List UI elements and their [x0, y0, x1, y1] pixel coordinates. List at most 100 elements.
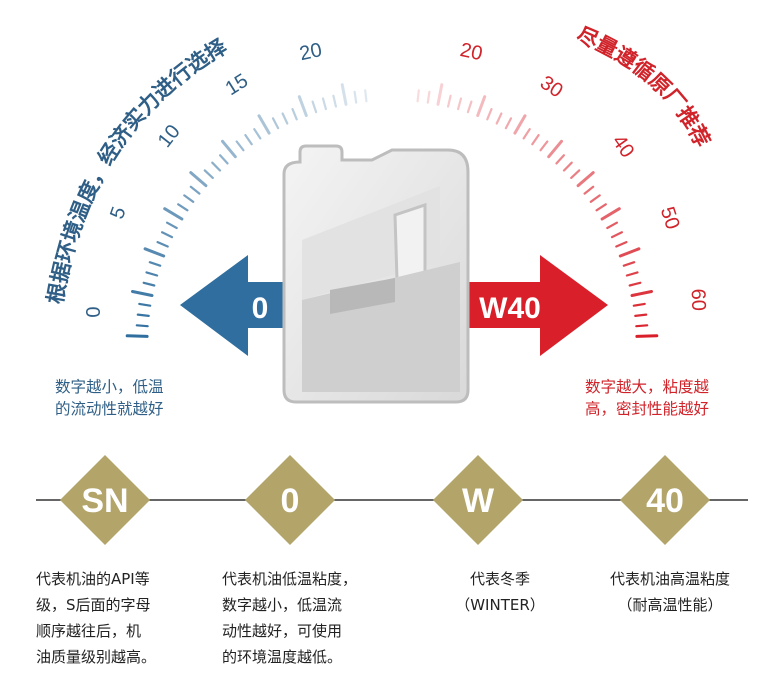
- ticks-right-mark: [486, 107, 493, 121]
- sn-description: 代表机油的API等 级，S后面的字母 顺序越往后，机 油质量级别越高。: [36, 566, 196, 670]
- ticks-right-mark: [570, 169, 581, 179]
- ticks-right-mark: [447, 94, 452, 108]
- ticks-right-mark: [628, 281, 642, 287]
- ticks-left-mark: [235, 140, 245, 152]
- zero-description-line-1: 代表机油低温粘度，: [222, 570, 358, 588]
- ticks-left-mark: [156, 241, 169, 248]
- ticks-right-mark: [595, 203, 607, 212]
- ticks-right-mark: [562, 161, 573, 172]
- oil-bottle-icon: [282, 144, 470, 404]
- ticks-right-mark: [466, 100, 473, 114]
- ticks-right-mark: [615, 241, 628, 248]
- w-description: 代表冬季 （WINTER）: [440, 566, 560, 618]
- ticks-left-mark: [244, 134, 253, 146]
- ticks-right-mark: [436, 83, 444, 106]
- tick-label-right-1: 30: [536, 72, 567, 103]
- ticks-left-mark: [353, 90, 358, 104]
- forty-description: 代表机油高温粘度 （耐高温性能）: [585, 566, 755, 618]
- ticks-left-mark: [257, 114, 271, 135]
- ticks-left-mark: [221, 139, 237, 159]
- tick-label-right-4: 60: [687, 288, 710, 311]
- ticks-left-mark: [177, 203, 189, 212]
- ticks-left-mark: [145, 271, 159, 277]
- ticks-right-mark: [513, 114, 527, 135]
- ticks-right-mark: [547, 139, 563, 159]
- ticks-right-mark: [600, 207, 621, 221]
- ticks-right-mark: [634, 313, 648, 317]
- sn-description-line-4: 油质量级别越高。: [36, 648, 157, 666]
- forty-description-line-2: （耐高温性能）: [617, 596, 723, 614]
- ticks-left-mark: [203, 169, 214, 179]
- ticks-left-mark: [148, 261, 162, 267]
- ticks-left-mark: [189, 171, 208, 188]
- zero-description-line-2: 数字越小，低温流: [222, 596, 343, 614]
- ticks-left-mark: [297, 95, 308, 117]
- ticks-right-mark: [625, 271, 639, 277]
- ticks-left-mark: [161, 231, 174, 239]
- ticks-left-mark: [281, 112, 289, 125]
- low-temp-note: 数字越小，低温 的流动性就越好: [55, 376, 164, 420]
- ticks-right-mark: [576, 171, 595, 188]
- low-temp-note-line-1: 数字越小，低温: [55, 378, 164, 396]
- ticks-right-mark: [539, 140, 549, 152]
- zero-description: 代表机油低温粘度， 数字越小，低温流 动性越好，可使用 的环境温度越低。: [222, 566, 397, 670]
- sn-description-line-1: 代表机油的API等: [36, 570, 150, 588]
- ticks-left-mark: [219, 154, 229, 165]
- w-description-line-1: 代表冬季: [469, 570, 530, 588]
- ticks-left-mark: [321, 97, 327, 111]
- ticks-left-mark: [271, 117, 280, 130]
- tick-label-left-4: 20: [298, 39, 324, 65]
- high-temp-note-line-1: 数字越大，粘度越: [585, 378, 710, 396]
- right-arc-title: 尽量遵循原厂推荐: [573, 22, 714, 150]
- ticks-right-mark: [531, 134, 540, 146]
- ticks-left-mark: [131, 290, 154, 297]
- zero-description-line-3: 动性越好，可使用: [222, 622, 343, 640]
- diamond-w: W: [433, 455, 523, 545]
- ticks-left-mark: [340, 83, 348, 106]
- ticks-left-mark: [364, 89, 368, 103]
- tick-label-right-0: 20: [458, 39, 484, 65]
- ticks-right-mark: [555, 154, 566, 165]
- ticks-left-mark: [291, 107, 298, 121]
- ticks-right-mark: [426, 90, 431, 104]
- ticks-left-mark: [125, 334, 149, 338]
- ticks-right-mark: [606, 221, 619, 230]
- left-arc-title: 根据环境温度，经济实力进行选择: [43, 34, 232, 306]
- ticks-left-mark: [135, 324, 149, 328]
- diamond-0: 0: [245, 455, 335, 545]
- ticks-left-mark: [253, 128, 262, 140]
- ticks-left-mark: [189, 185, 201, 195]
- ticks-left-mark: [138, 302, 152, 307]
- ticks-left-mark: [163, 207, 184, 221]
- ticks-right-mark: [416, 89, 420, 103]
- ticks-right-mark: [476, 95, 487, 117]
- tick-label-right-3: 50: [656, 204, 684, 232]
- ticks-right-mark: [622, 261, 636, 267]
- high-temp-note-line-2: 高，密封性能越好: [585, 400, 710, 418]
- ticks-right-mark: [522, 128, 531, 140]
- low-temp-note-line-2: 的流动性就越好: [55, 400, 164, 418]
- w-description-line-2: （WINTER）: [455, 596, 545, 614]
- left-arrow-label: 0: [252, 292, 269, 325]
- ticks-right-mark: [504, 117, 513, 130]
- diamond-sn-label: SN: [81, 482, 128, 520]
- ticks-right-mark: [589, 194, 601, 203]
- ticks-left-mark: [183, 194, 195, 203]
- ticks-left-mark: [166, 221, 178, 230]
- ticks-right-mark: [630, 290, 653, 297]
- left-arrow: 0: [180, 255, 300, 356]
- diamond-w-label: W: [462, 482, 495, 520]
- zero-description-line-4: 的环境温度越低。: [222, 648, 343, 666]
- ticks-right-mark: [610, 231, 624, 239]
- tick-label-left-3: 15: [222, 70, 253, 100]
- right-tick-marks: [416, 83, 659, 338]
- sn-description-line-3: 顺序越往后，机: [36, 622, 142, 640]
- forty-description-line-1: 代表机油高温粘度: [609, 570, 730, 588]
- tick-label-left-2: 10: [154, 121, 185, 152]
- diamond-40-label: 40: [646, 482, 684, 520]
- ticks-left-mark: [311, 100, 318, 114]
- right-arrow: W40: [455, 255, 608, 356]
- ticks-left-mark: [143, 247, 166, 258]
- high-temp-note: 数字越大，粘度越 高，密封性能越好: [585, 376, 709, 420]
- ticks-left-mark: [211, 161, 222, 172]
